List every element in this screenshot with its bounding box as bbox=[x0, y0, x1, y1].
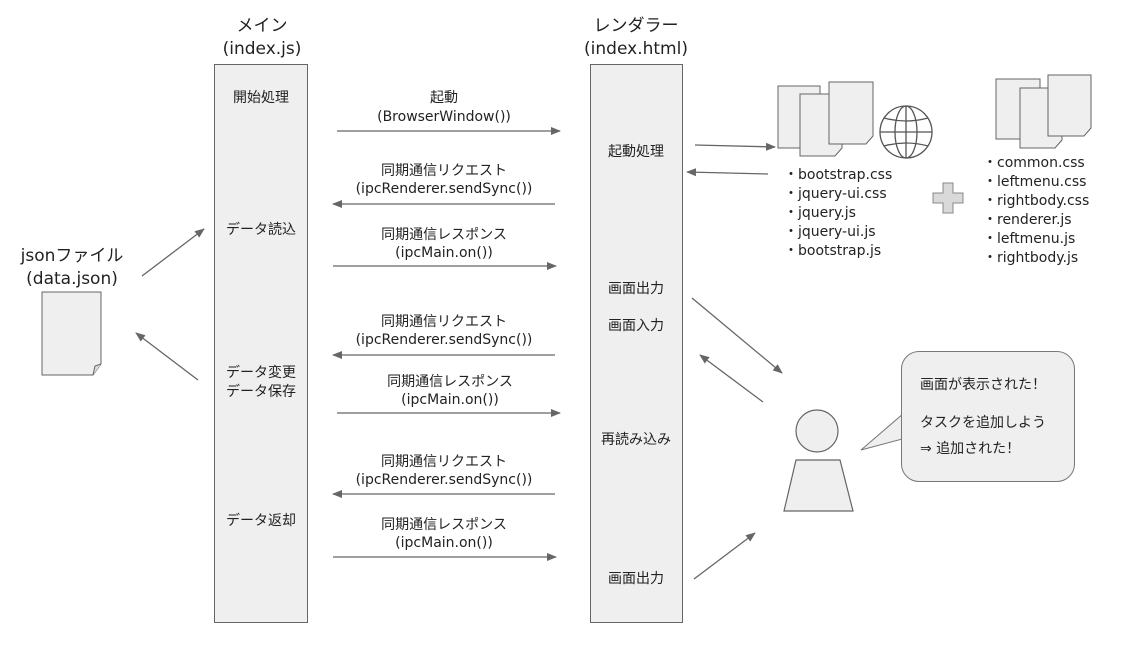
list-item: ・bootstrap.js bbox=[784, 243, 882, 259]
main-step-change: データ変更 bbox=[226, 365, 296, 381]
message-response-1-sub: (ipcMain.on()) bbox=[395, 245, 493, 261]
message-request-3-sub: (ipcRenderer.sendSync()) bbox=[355, 472, 533, 488]
main-step-return: データ返却 bbox=[226, 513, 296, 529]
arrow-json-read bbox=[141, 228, 205, 277]
renderer-step-output-2: 画面出力 bbox=[608, 571, 664, 587]
renderer-step-reload: 再読み込み bbox=[601, 432, 671, 448]
main-lifeline bbox=[214, 64, 308, 623]
renderer-step-input: 画面入力 bbox=[608, 318, 664, 334]
list-item: ・jquery.js bbox=[784, 205, 856, 221]
user-icon bbox=[783, 409, 854, 512]
arrow-load-files bbox=[694, 142, 776, 151]
message-launch-label: 起動 bbox=[430, 90, 458, 106]
list-item: ・bootstrap.css bbox=[784, 167, 893, 183]
list-item: ・leftmenu.css bbox=[983, 174, 1087, 190]
message-response-1-label: 同期通信レスポンス bbox=[381, 227, 507, 243]
document-stack-icon bbox=[777, 81, 874, 157]
list-item: ・rightbody.css bbox=[983, 193, 1090, 209]
speech-line-3: ⇒ 追加された！ bbox=[920, 441, 1021, 457]
message-launch-sub: (BrowserWindow()) bbox=[377, 109, 511, 125]
list-item: ・renderer.js bbox=[983, 212, 1072, 228]
arrow-from-user bbox=[699, 354, 764, 403]
message-request-1-label: 同期通信リクエスト bbox=[381, 163, 507, 179]
local-file-list: ・common.css ・leftmenu.css ・rightbody.css… bbox=[983, 154, 1089, 268]
speech-line-2: タスクを追加しよう bbox=[920, 415, 1046, 431]
main-title: メイン bbox=[236, 16, 288, 36]
message-response-3-sub: (ipcMain.on()) bbox=[395, 535, 493, 551]
message-request-1-sub: (ipcRenderer.sendSync()) bbox=[355, 181, 533, 197]
plus-icon bbox=[932, 182, 964, 214]
renderer-title: レンダラー bbox=[593, 16, 679, 36]
renderer-lifeline bbox=[590, 64, 683, 623]
main-step-start: 開始処理 bbox=[233, 90, 289, 106]
message-request-2-sub: (ipcRenderer.sendSync()) bbox=[355, 332, 533, 348]
list-item: ・common.css bbox=[983, 155, 1085, 171]
renderer-step-launch: 起動処理 bbox=[608, 144, 664, 160]
speech-bubble-tail bbox=[860, 412, 907, 451]
list-item: ・leftmenu.js bbox=[983, 231, 1076, 247]
list-item: ・jquery-ui.js bbox=[784, 224, 876, 240]
renderer-subtitle: (index.html) bbox=[584, 39, 688, 59]
main-subtitle: (index.js) bbox=[222, 39, 302, 59]
message-response-2-sub: (ipcMain.on()) bbox=[401, 392, 499, 408]
message-response-3-label: 同期通信レスポンス bbox=[381, 517, 507, 533]
renderer-step-output-1: 画面出力 bbox=[608, 281, 664, 297]
json-file-subtitle: (data.json) bbox=[26, 269, 118, 289]
message-request-2-label: 同期通信リクエスト bbox=[381, 314, 507, 330]
message-response-2-label: 同期通信レスポンス bbox=[387, 374, 513, 390]
list-item: ・rightbody.js bbox=[983, 250, 1079, 266]
json-file-title: jsonファイル bbox=[20, 246, 124, 266]
external-file-list: ・bootstrap.css ・jquery-ui.css ・jquery.js… bbox=[784, 166, 892, 261]
arrow-to-user-2 bbox=[693, 532, 756, 580]
arrow-files-return bbox=[686, 168, 769, 177]
arrow-to-user-1 bbox=[691, 297, 783, 374]
document-stack-icon-local bbox=[995, 74, 1092, 149]
main-step-save: データ保存 bbox=[226, 384, 296, 400]
speech-bubble bbox=[901, 351, 1075, 482]
speech-line-1: 画面が表示された！ bbox=[920, 377, 1046, 393]
arrow-json-write bbox=[135, 332, 199, 381]
main-step-read: データ読込 bbox=[226, 222, 296, 238]
message-request-3-label: 同期通信リクエスト bbox=[381, 454, 507, 470]
globe-icon bbox=[879, 105, 933, 159]
document-icon bbox=[41, 291, 102, 376]
list-item: ・jquery-ui.css bbox=[784, 186, 887, 202]
